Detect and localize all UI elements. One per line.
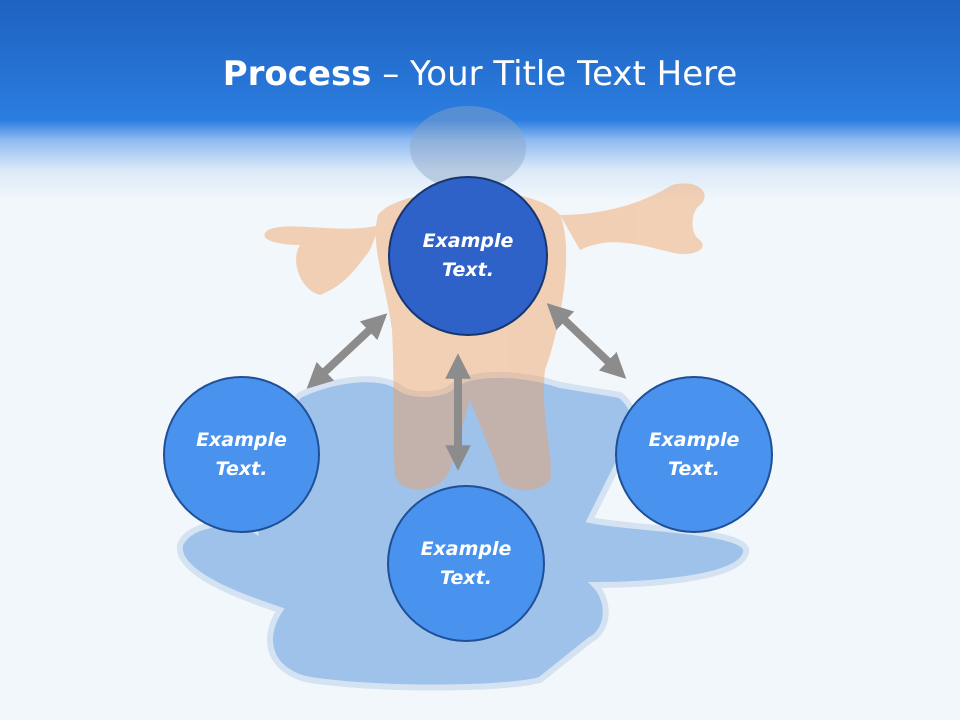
node-right-circle: Example Text. bbox=[615, 376, 773, 533]
node-top-line2: Text. bbox=[442, 259, 494, 281]
node-bottom-line2: Text. bbox=[440, 566, 492, 589]
title-rest: – Your Title Text Here bbox=[371, 54, 738, 94]
node-bottom-line1: Example bbox=[420, 537, 512, 560]
node-left-line2: Text. bbox=[215, 457, 268, 480]
node-top-line1: Example bbox=[422, 230, 514, 252]
node-left-circle: Example Text. bbox=[163, 376, 320, 533]
double-arrow-right bbox=[546, 303, 627, 379]
slide-title: Process – Your Title Text Here bbox=[0, 52, 960, 96]
node-right-line1: Example bbox=[648, 428, 740, 451]
double-arrow-left bbox=[306, 313, 388, 389]
node-right-line2: Text. bbox=[668, 457, 720, 480]
node-left-line1: Example bbox=[196, 428, 287, 451]
node-top-circle: Example Text. bbox=[388, 176, 548, 336]
title-bold: Process bbox=[222, 54, 372, 94]
header-band bbox=[0, 0, 960, 200]
node-bottom-circle: Example Text. bbox=[387, 485, 545, 642]
